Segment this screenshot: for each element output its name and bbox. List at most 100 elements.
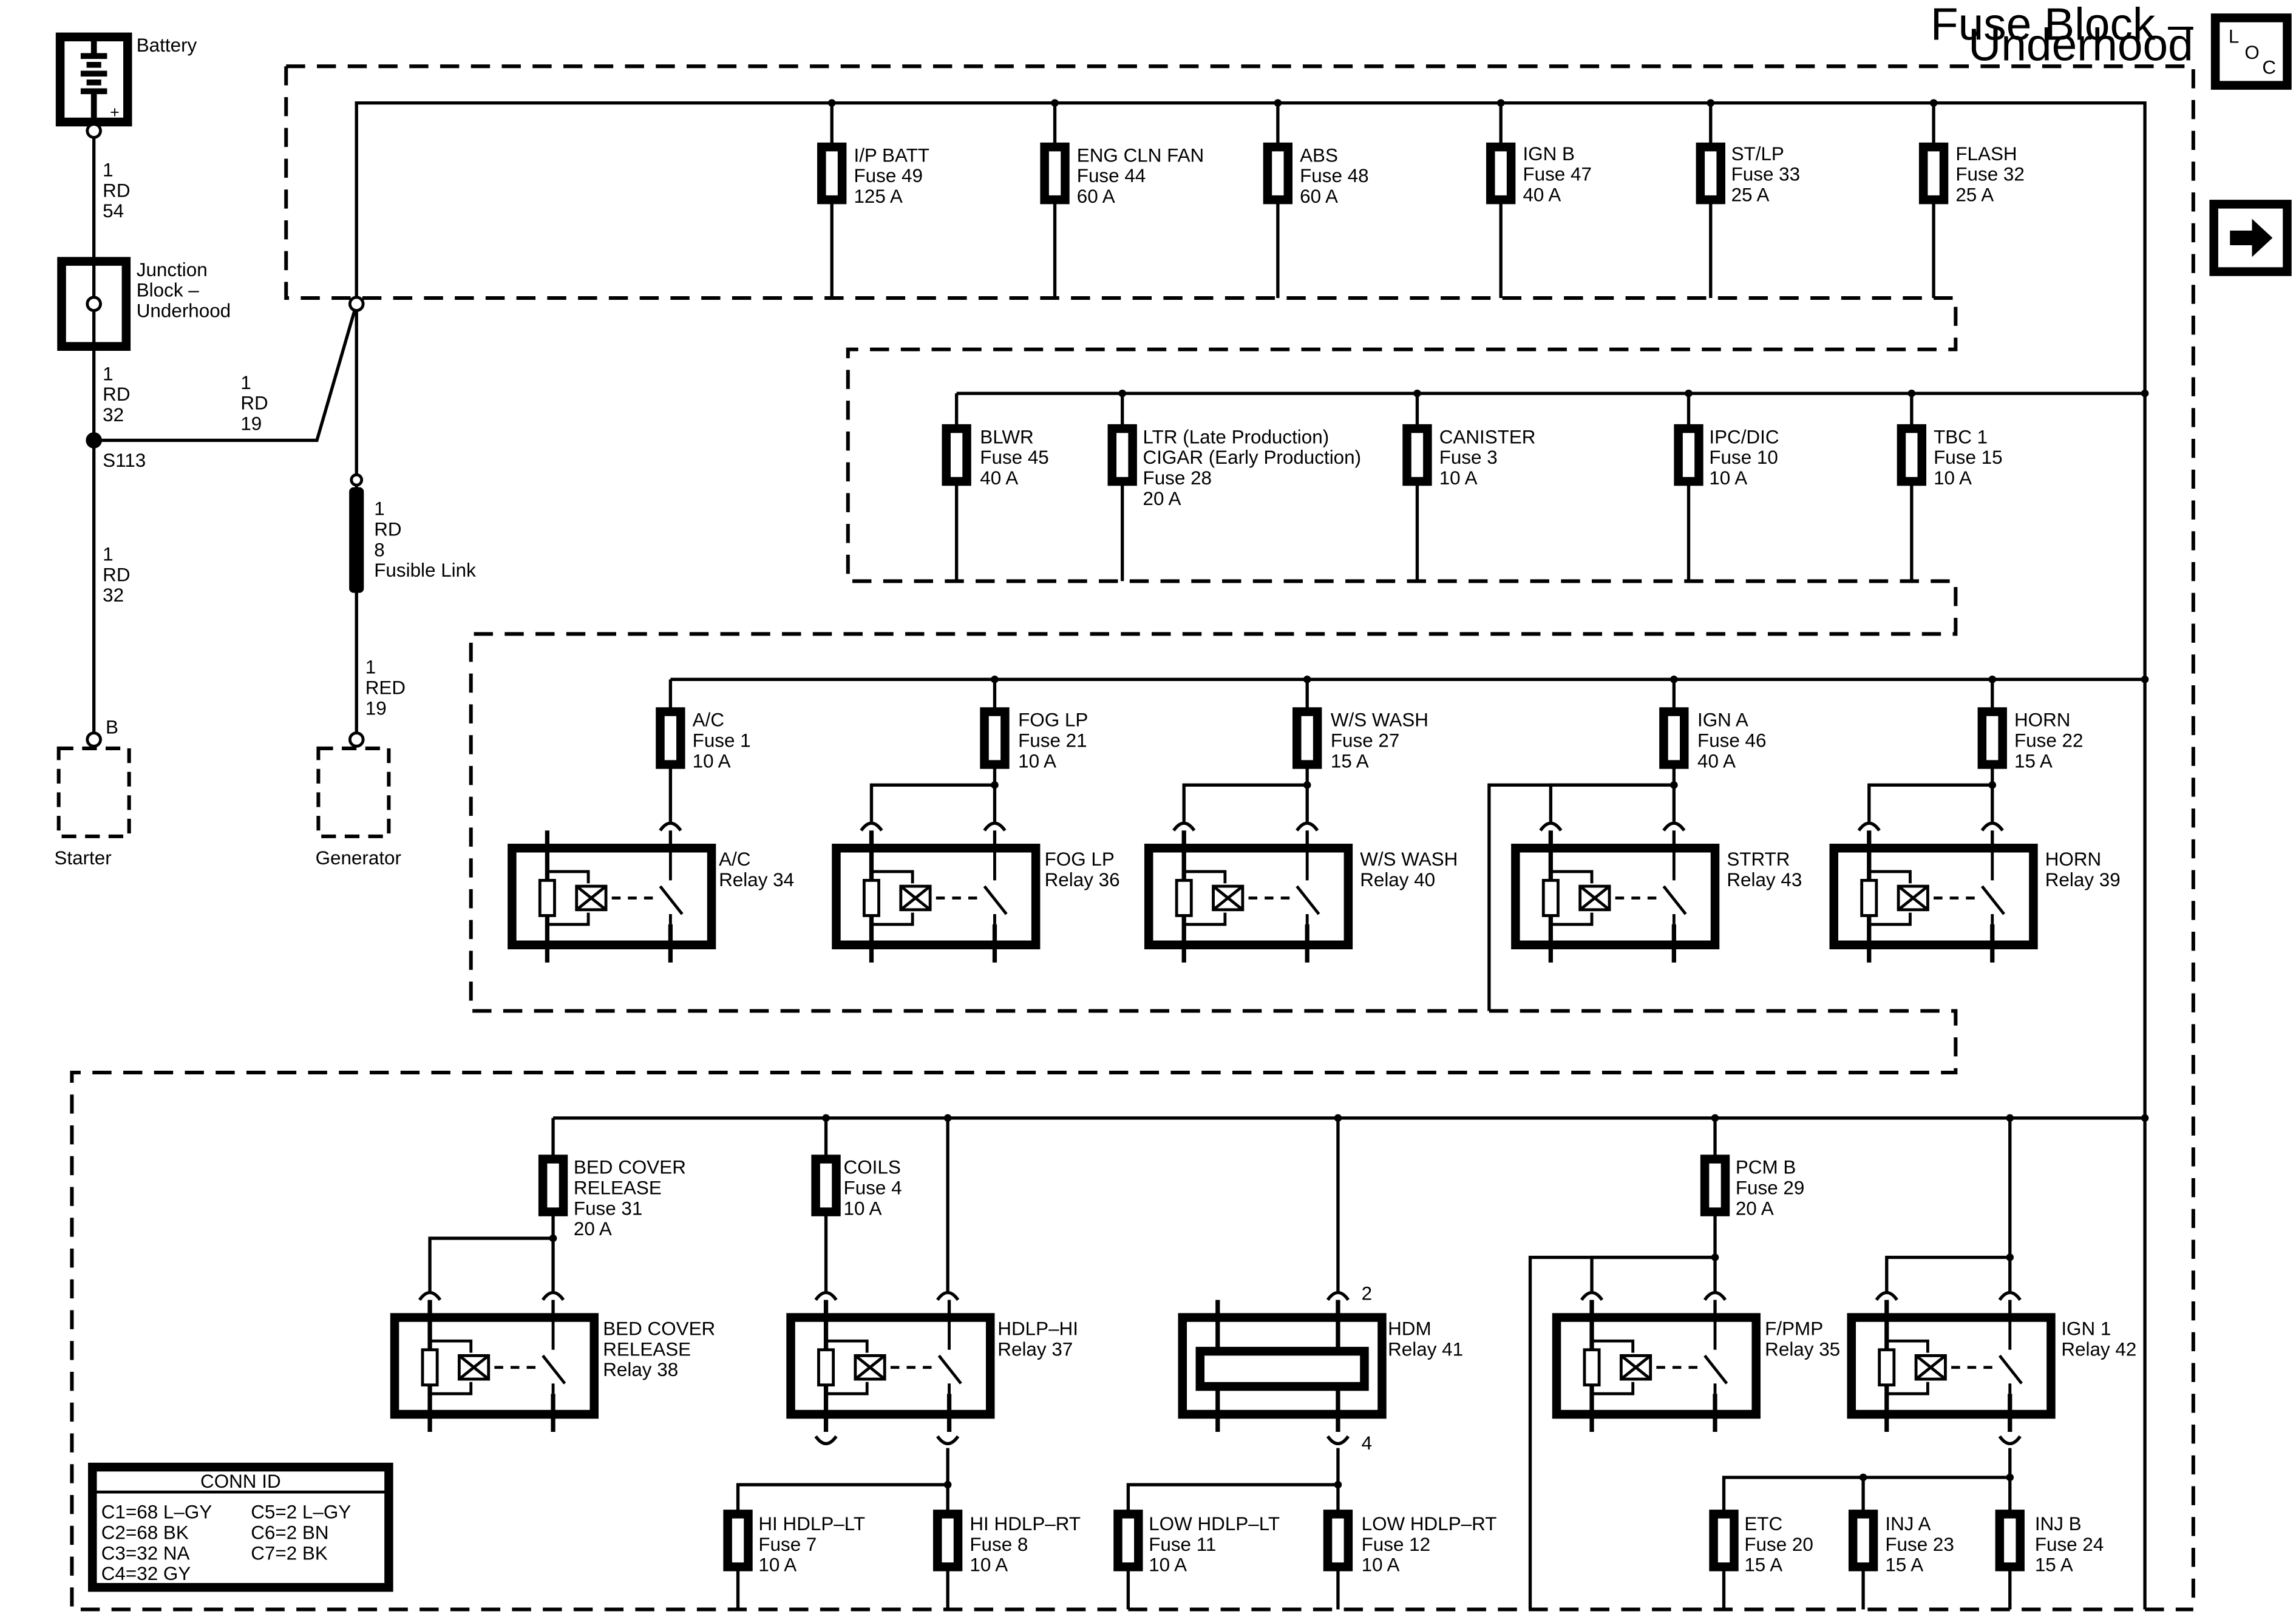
hdm-pin-top: 2 [1362,1283,1372,1304]
svg-text:10 A: 10 A [693,750,731,771]
arrow-right-icon[interactable] [2209,200,2292,276]
generator-label: Generator [316,847,401,869]
svg-text:HORN: HORN [2014,710,2070,731]
svg-text:Fuse 8: Fuse 8 [970,1534,1028,1555]
svg-text:10 A: 10 A [1018,750,1056,771]
svg-text:25 A: 25 A [1731,185,1770,206]
svg-text:Fuse 1: Fuse 1 [693,730,751,751]
svg-text:LOW HDLP–RT: LOW HDLP–RT [1362,1513,1497,1534]
svg-text:W/S WASH: W/S WASH [1331,710,1428,731]
svg-text:W/S WASH: W/S WASH [1360,849,1458,870]
svg-text:Fuse 27: Fuse 27 [1331,730,1399,751]
junction-block: Junction Block – Underhood [57,257,231,351]
svg-text:Junction: Junction [137,259,208,280]
fuse-ign-b: IGN B Fuse 47 40 A [1486,103,1592,299]
svg-text:25 A: 25 A [1955,185,1994,206]
svg-text:Fuse 32: Fuse 32 [1955,164,2024,185]
svg-text:19: 19 [365,697,387,719]
svg-text:Fuse 11: Fuse 11 [1149,1534,1216,1555]
svg-text:Fuse 22: Fuse 22 [2014,730,2083,751]
svg-text:Fuse 47: Fuse 47 [1523,164,1591,185]
svg-text:15 A: 15 A [1885,1554,1923,1576]
svg-text:ETC: ETC [1744,1513,1782,1534]
svg-text:Relay 41: Relay 41 [1388,1338,1463,1360]
svg-text:I/P BATT: I/P BATT [854,144,929,166]
svg-text:Fuse 29: Fuse 29 [1736,1178,1804,1199]
svg-text:Relay 35: Relay 35 [1765,1338,1840,1360]
battery-plus: + [110,103,120,121]
svg-text:Fuse 31: Fuse 31 [574,1198,642,1219]
svg-text:L: L [2229,26,2239,47]
svg-text:40 A: 40 A [980,467,1018,489]
svg-text:Relay 43: Relay 43 [1727,869,1802,890]
svg-text:10 A: 10 A [970,1554,1008,1576]
svg-text:RD: RD [103,564,130,585]
svg-text:RD: RD [103,180,130,201]
svg-text:INJ A: INJ A [1885,1513,1931,1534]
svg-text:LTR (Late Production): LTR (Late Production) [1143,426,1330,447]
svg-text:1: 1 [365,657,376,678]
svg-text:Block –: Block – [137,280,200,301]
loc-icon[interactable]: L O C [2210,13,2292,90]
svg-text:IGN 1: IGN 1 [2061,1318,2111,1340]
svg-text:Fuse 44: Fuse 44 [1077,165,1146,186]
svg-text:PCM B: PCM B [1736,1157,1796,1178]
conn-id-title: CONN ID [200,1471,281,1492]
svg-text:COILS: COILS [844,1157,901,1178]
fuse-low-hdlp-lt: LOW HDLP–LT Fuse 11 10 A [1118,1513,1280,1576]
svg-text:ENG CLN FAN: ENG CLN FAN [1077,144,1204,166]
svg-text:Fuse 24: Fuse 24 [2035,1534,2104,1555]
svg-text:C3=32 NA: C3=32 NA [101,1542,190,1564]
svg-text:Fuse 15: Fuse 15 [1934,447,2002,468]
hdm-pin-bottom: 4 [1362,1432,1372,1454]
svg-text:Relay 34: Relay 34 [719,869,794,890]
relay-bed-cover-group: BED COVER RELEASE Fuse 31 20 A BED COVER… [395,1117,715,1432]
svg-text:Relay 38: Relay 38 [603,1359,678,1380]
battery-label: Battery [137,35,197,56]
svg-text:Fuse 48: Fuse 48 [1300,165,1368,186]
svg-text:10 A: 10 A [1149,1554,1187,1576]
svg-text:Relay 36: Relay 36 [1045,869,1120,890]
fuse-inj-a: INJ A Fuse 23 15 A [1853,1513,1954,1576]
svg-text:STRTR: STRTR [1727,849,1790,870]
svg-text:10 A: 10 A [1439,467,1478,489]
svg-text:10 A: 10 A [758,1554,796,1576]
relay-ign1-group: IGN 1 Relay 42 [1722,1117,2136,1610]
svg-text:15 A: 15 A [1744,1554,1782,1576]
svg-text:FLASH: FLASH [1955,143,2017,164]
svg-text:Fuse 20: Fuse 20 [1744,1534,1813,1555]
svg-text:Underhood: Underhood [137,300,231,321]
svg-text:32: 32 [103,585,124,606]
svg-text:Fuse 33: Fuse 33 [1731,164,1800,185]
wire-label-jb-splice: 1 RD 32 [103,363,130,425]
svg-text:60 A: 60 A [1077,186,1115,207]
svg-text:INJ B: INJ B [2035,1513,2082,1534]
svg-text:RELEASE: RELEASE [574,1178,662,1199]
fuse-ipc-dic: IPC/DIC Fuse 10 10 A [1674,393,1779,581]
svg-text:Relay 40: Relay 40 [1360,869,1435,890]
wire-label-splice-fb: 1 RD 19 [240,372,268,435]
svg-text:Relay 37: Relay 37 [997,1338,1073,1360]
svg-text:IPC/DIC: IPC/DIC [1709,426,1779,447]
fuse-eng-cln-fan: ENG CLN FAN Fuse 44 60 A [1040,103,1204,299]
svg-text:20 A: 20 A [1736,1198,1774,1219]
svg-text:Fuse 4: Fuse 4 [844,1178,902,1199]
svg-text:RELEASE: RELEASE [603,1338,691,1360]
svg-text:10 A: 10 A [1934,467,1972,489]
svg-text:15 A: 15 A [2014,750,2053,771]
fuse-hi-hdlp-lt: HI HDLP–LT Fuse 7 10 A [728,1513,865,1576]
svg-text:Fuse 21: Fuse 21 [1018,730,1087,751]
relay-strtr-group: IGN A Fuse 46 40 A STRTR Relay 43 [1487,679,1802,1011]
svg-text:FOG LP: FOG LP [1045,849,1115,870]
svg-text:O: O [2244,42,2259,63]
svg-text:C4=32 GY: C4=32 GY [101,1563,191,1584]
fuse-ip-batt: I/P BATT Fuse 49 125 A [817,103,929,299]
svg-text:BLWR: BLWR [980,426,1033,447]
svg-text:1: 1 [240,372,251,393]
fuse-blwr: BLWR Fuse 45 40 A [942,393,1049,581]
conn-id-table: CONN ID C1=68 L–GY C5=2 L–GY C2=68 BK C6… [87,1462,393,1592]
svg-text:ST/LP: ST/LP [1731,143,1784,164]
svg-text:125 A: 125 A [854,186,902,207]
svg-text:IGN B: IGN B [1523,143,1575,164]
svg-text:Relay 42: Relay 42 [2061,1338,2136,1360]
